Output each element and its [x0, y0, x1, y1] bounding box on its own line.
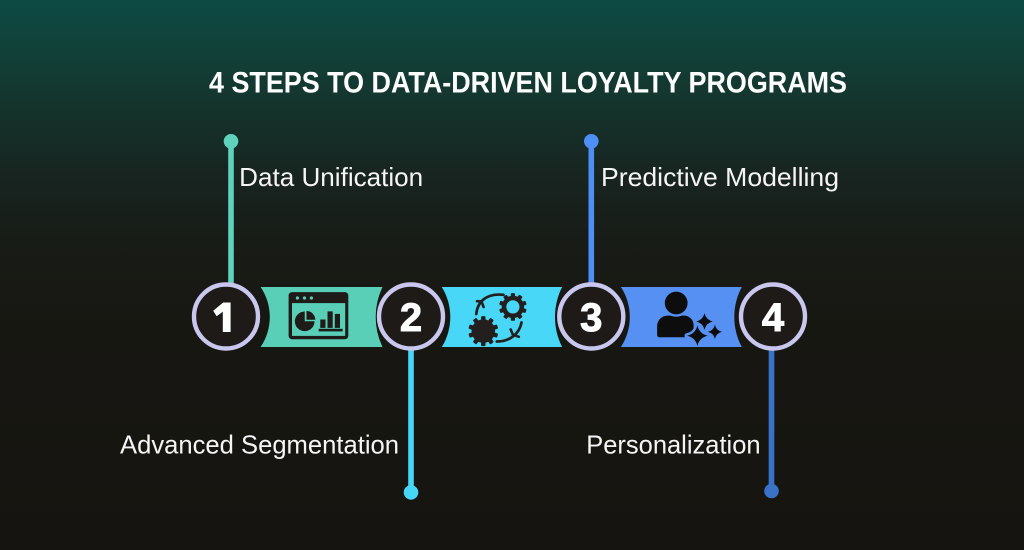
svg-text:3: 3	[580, 296, 602, 340]
svg-text:Predictive Modelling: Predictive Modelling	[601, 162, 839, 192]
svg-text:Personalization: Personalization	[586, 429, 760, 459]
svg-text:4 STEPS TO DATA-DRIVEN LOYALTY: 4 STEPS TO DATA-DRIVEN LOYALTY PROGRAMS	[209, 67, 847, 100]
svg-text:2: 2	[400, 296, 422, 340]
svg-text:Data Unification: Data Unification	[239, 162, 423, 192]
svg-text:Advanced Segmentation: Advanced Segmentation	[120, 429, 399, 459]
svg-text:4: 4	[762, 296, 785, 340]
